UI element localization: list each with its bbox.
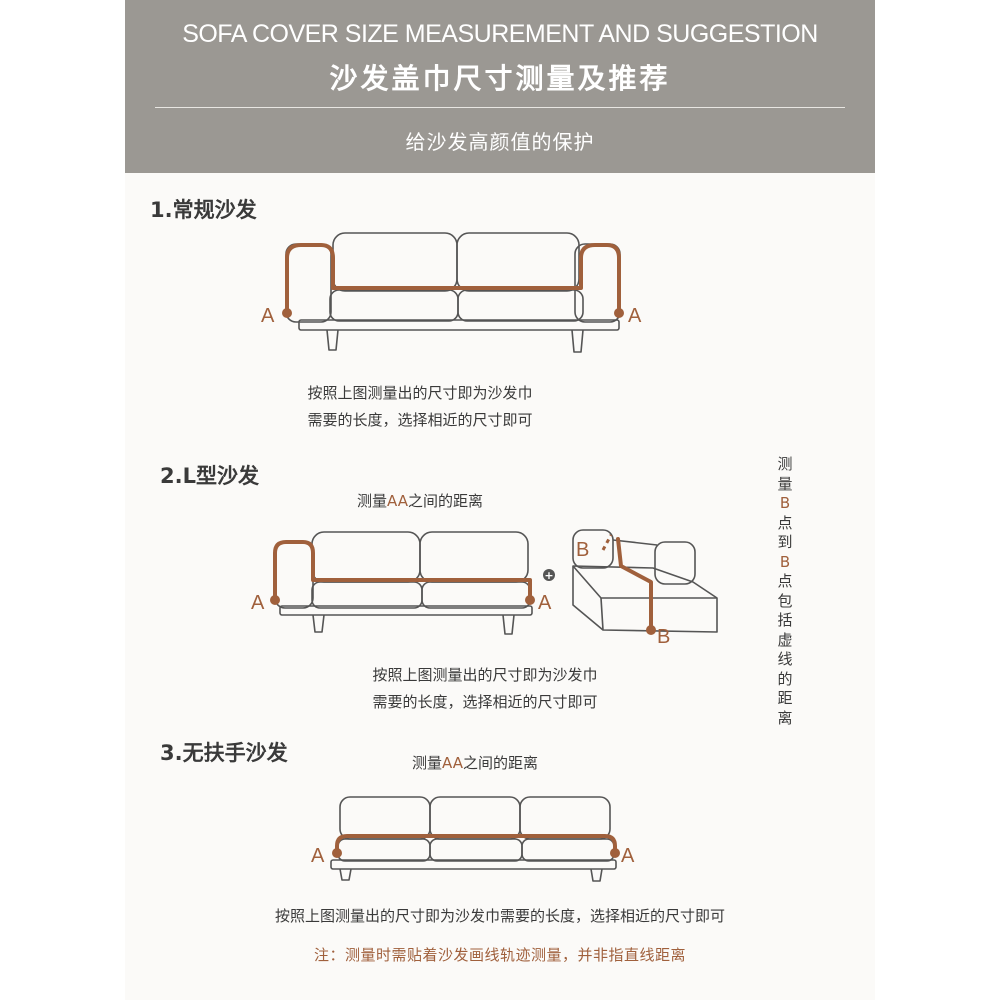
page: SOFA COVER SIZE MEASUREMENT AND SUGGESTI… [125,0,875,1000]
header-banner: SOFA COVER SIZE MEASUREMENT AND SUGGESTI… [125,0,875,173]
label-a-left-1: A [261,305,275,327]
side-char: 量 [777,474,793,493]
title-english: SOFA COVER SIZE MEASUREMENT AND SUGGESTI… [182,20,818,48]
section-3-title: 3.无扶手沙发 [160,741,288,765]
measurement-warning: 注：测量时需贴着沙发画线轨迹测量，并非指直线距离 [313,946,686,964]
point-a [332,848,342,858]
dashed-line-b [601,534,613,551]
header-subtitle: 给沙发高颜值的保护 [405,130,595,154]
plus-icon [543,569,555,581]
point-a [610,848,620,858]
measure-prefix: 测量 [412,754,443,772]
side-char: 点 [777,572,793,590]
measure-suffix: 之间的距离 [462,754,538,772]
measure-line-regular [285,243,621,315]
label-a-right-2: A [538,592,552,614]
side-char: 点 [777,513,793,532]
label-a-left-2: A [251,592,265,614]
point-a [282,308,292,318]
measure-line-l-front [273,540,532,602]
point-a [525,595,535,605]
caption-line: 需要的长度，选择相近的尺寸即可 [307,411,533,429]
armless-sofa-illustration [330,796,617,882]
title-chinese: 沙发盖巾尺寸测量及推荐 [329,62,671,95]
side-char: B [779,494,791,512]
section-3-measure-note: 测量AA之间的距离 [345,750,605,777]
l-shape-sofa-chaise-illustration [572,529,718,633]
label-b-top: B [576,539,589,561]
measure-highlight: AA [442,754,463,772]
side-note-vertical: 测 量 B 点 到 B 点 包 括 虚 线 的 距 离 [773,455,797,728]
measurement-points [270,308,656,858]
label-a-right-3: A [621,845,635,867]
sofa-illustrations: + A A A A B B A A [251,232,718,882]
section-2-measure-note: 测量AA之间的距离 [290,488,550,515]
side-char: 的 [777,669,793,688]
point-a [614,308,624,318]
section-1-title: 1.常规沙发 [150,198,257,222]
side-char: 离 [777,708,793,727]
side-char: 线 [777,650,793,668]
label-a-left-3: A [311,845,325,867]
section-1-caption: 按照上图测量出的尺寸即为沙发巾 需要的长度，选择相近的尺寸即可 [245,380,595,434]
measurement-lines [273,243,653,855]
side-char: 距 [777,689,793,707]
side-char: 到 [777,533,793,551]
header-divider [155,107,845,108]
caption-line: 按照上图测量出的尺寸即为沙发巾 [372,666,598,684]
point-b [646,625,656,635]
plus-sign: + [544,569,553,582]
measure-line-chaise [616,537,653,632]
section-2-caption: 按照上图测量出的尺寸即为沙发巾 需要的长度，选择相近的尺寸即可 [310,662,660,716]
regular-sofa-illustration [285,232,621,353]
caption-line: 需要的长度，选择相近的尺寸即可 [372,693,598,711]
label-a-right-1: A [628,305,642,327]
measure-line-armless [335,834,617,855]
point-a [270,595,280,605]
label-b-bottom: B [657,626,670,648]
measure-suffix: 之间的距离 [407,492,483,510]
side-char: B [779,552,791,571]
side-char: 括 [777,611,793,629]
measure-highlight: AA [387,492,408,510]
section-2-title: 2.L型沙发 [160,464,259,488]
side-char: 包 [777,591,793,610]
measure-prefix: 测量 [357,492,388,510]
side-char: 测 [777,455,793,473]
caption-line: 按照上图测量出的尺寸即为沙发巾 [307,384,533,402]
section-3-caption: 按照上图测量出的尺寸即为沙发巾需要的长度，选择相近的尺寸即可 [274,907,725,925]
side-char: 虚 [777,630,793,649]
